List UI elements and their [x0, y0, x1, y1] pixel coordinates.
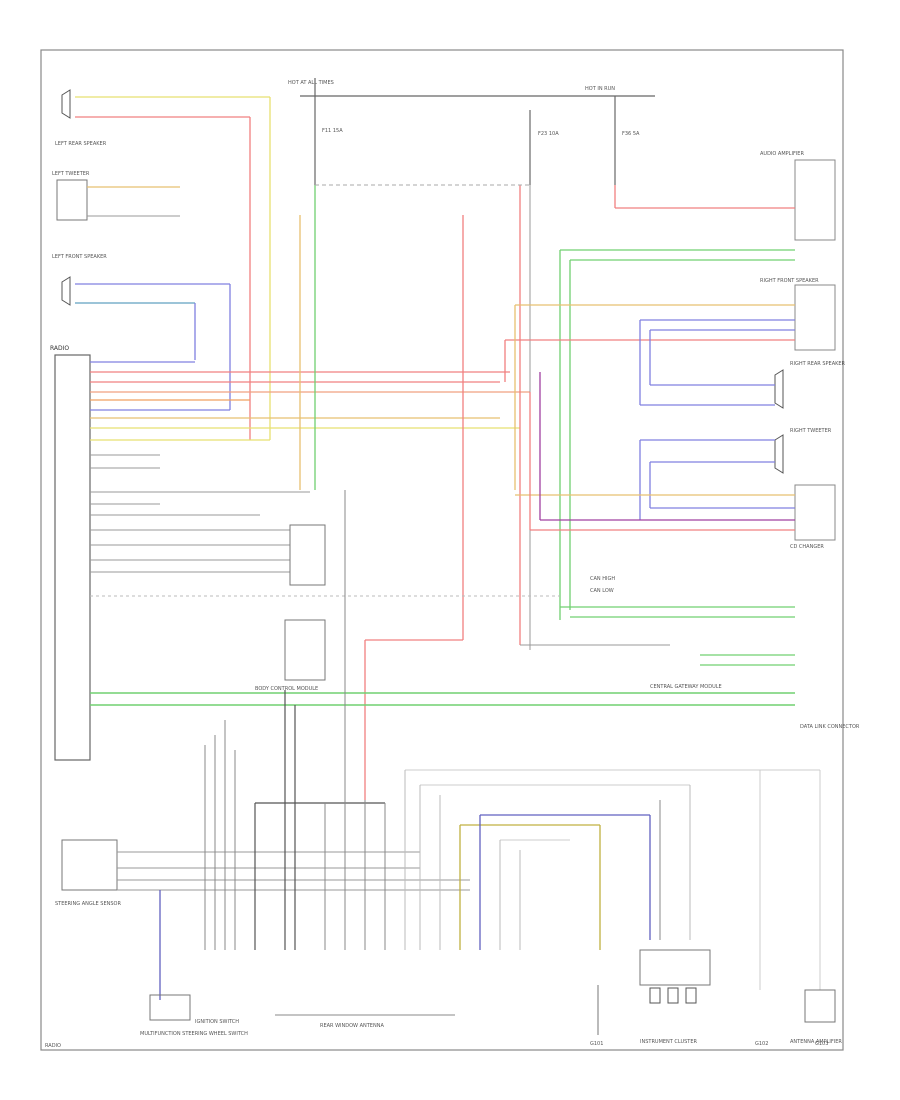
label-fuse-2: F23 10A — [538, 131, 559, 137]
multifunction-switch: MULTIFUNCTION STEERING WHEEL SWITCH — [140, 994, 248, 1037]
radio-unit: RADIO — [50, 345, 91, 761]
svg-text:G102: G102 — [755, 1041, 768, 1047]
svg-text:STEERING ANGLE SENSOR: STEERING ANGLE SENSOR — [55, 901, 121, 907]
diagram-border — [40, 49, 844, 1051]
body-control-module-box: BODY CONTROL MODULE — [255, 619, 326, 692]
label-can-low: CAN LOW — [590, 588, 614, 594]
right-tweeter: RIGHT TWEETER — [774, 428, 832, 474]
ignition-switch: IGNITION SWITCH — [195, 1019, 239, 1025]
left-front-speaker: LEFT FRONT SPEAKER — [52, 254, 107, 306]
right-front-speaker-connector: RIGHT FRONT SPEAKER — [760, 278, 836, 351]
svg-text:CD CHANGER: CD CHANGER — [790, 544, 824, 550]
data-link-connector: DATA LINK CONNECTOR — [800, 724, 860, 730]
svg-text:AUDIO AMPLIFIER: AUDIO AMPLIFIER — [760, 151, 804, 157]
ground-g102: G102 — [755, 1041, 768, 1047]
ground-g101: G101 — [590, 985, 603, 1047]
svg-text:RIGHT REAR SPEAKER: RIGHT REAR SPEAKER — [790, 361, 846, 367]
label-fuse-3: F36 5A — [622, 131, 640, 137]
svg-text:RADIO: RADIO — [50, 345, 69, 352]
footer-label: RADIO — [45, 1043, 61, 1049]
svg-text:MULTIFUNCTION STEERING WHEEL S: MULTIFUNCTION STEERING WHEEL SWITCH — [140, 1031, 248, 1037]
antenna-amplifier: ANTENNA AMPLIFIER — [790, 989, 842, 1045]
svg-text:G103: G103 — [815, 1041, 828, 1047]
svg-text:G101: G101 — [590, 1041, 603, 1047]
left-tweeter: LEFT TWEETER — [52, 171, 90, 221]
svg-text:IGNITION SWITCH: IGNITION SWITCH — [195, 1019, 239, 1025]
audio-amplifier: AUDIO AMPLIFIER — [760, 151, 836, 241]
label-fuse-1: F11 15A — [322, 128, 343, 134]
label-can-high: CAN HIGH — [590, 576, 615, 582]
svg-text:RIGHT FRONT SPEAKER: RIGHT FRONT SPEAKER — [760, 278, 819, 284]
svg-text:DATA LINK CONNECTOR: DATA LINK CONNECTOR — [800, 724, 860, 730]
svg-text:LEFT FRONT SPEAKER: LEFT FRONT SPEAKER — [52, 254, 107, 260]
cd-changer: CD CHANGER — [790, 484, 836, 550]
rear-window-antenna: REAR WINDOW ANTENNA — [275, 1014, 455, 1029]
svg-text:CENTRAL GATEWAY MODULE: CENTRAL GATEWAY MODULE — [650, 684, 722, 690]
svg-text:BODY CONTROL MODULE: BODY CONTROL MODULE — [255, 686, 318, 692]
label-hot-at-all-times: HOT AT ALL TIMES — [288, 80, 334, 86]
right-rear-speaker: RIGHT REAR SPEAKER — [774, 361, 846, 409]
svg-text:LEFT TWEETER: LEFT TWEETER — [52, 171, 90, 177]
svg-text:RIGHT TWEETER: RIGHT TWEETER — [790, 428, 832, 434]
svg-text:LEFT REAR SPEAKER: LEFT REAR SPEAKER — [55, 141, 107, 147]
svg-text:ANTENNA AMPLIFIER: ANTENNA AMPLIFIER — [790, 1039, 842, 1045]
ground-g103: G103 — [815, 1041, 828, 1047]
svg-text:REAR WINDOW ANTENNA: REAR WINDOW ANTENNA — [320, 1023, 384, 1029]
left-rear-speaker: LEFT REAR SPEAKER — [55, 89, 107, 147]
steering-angle-sensor: STEERING ANGLE SENSOR — [55, 839, 121, 907]
central-gateway: CENTRAL GATEWAY MODULE — [650, 684, 722, 690]
cd-changer-box — [289, 524, 326, 586]
label-hot-in-run: HOT IN RUN — [585, 86, 615, 92]
instrument-cluster: INSTRUMENT CLUSTER — [639, 949, 711, 1045]
svg-text:INSTRUMENT CLUSTER: INSTRUMENT CLUSTER — [640, 1039, 698, 1045]
